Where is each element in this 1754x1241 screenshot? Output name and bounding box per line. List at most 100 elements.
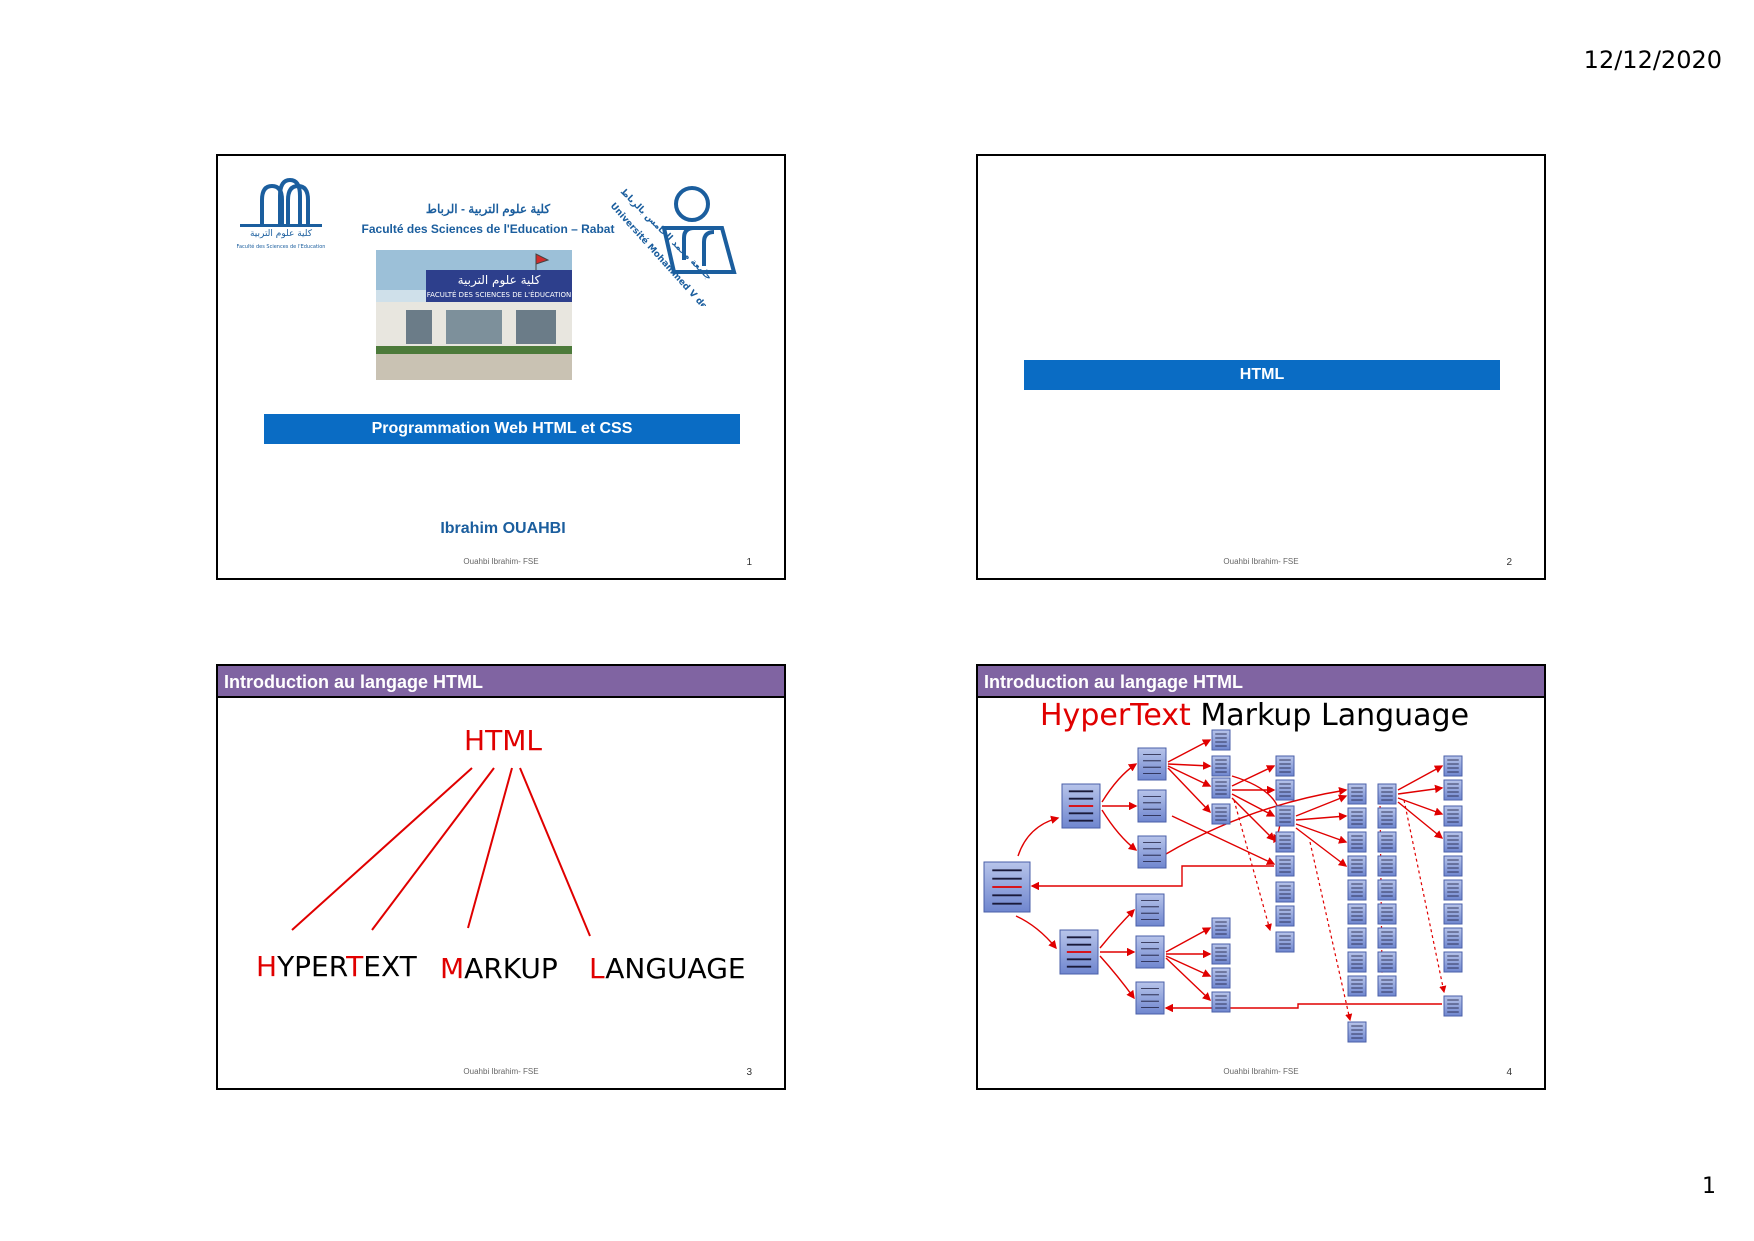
hyperlink-arrow: [1397, 784, 1444, 795]
slide-1[interactable]: كلية علوم التربية Faculté des Sciences d…: [216, 154, 786, 580]
slide-number: 2: [1506, 557, 1512, 568]
hyperlinked-document-icon: [1443, 755, 1463, 777]
hyperlink-arrow: [1295, 812, 1348, 821]
hyperlink-arrow: [1397, 801, 1444, 839]
slide-header: Introduction au langage HTML: [978, 666, 1544, 698]
university-logo: جامعة محمد الخامس بالرباط Université Moh…: [608, 186, 737, 306]
hyperlink-arrow: [1397, 797, 1444, 816]
hyperlinked-document-icon: [1135, 893, 1165, 927]
word-language: LANGUAGE: [589, 952, 746, 985]
hyperlinked-document-icon: [1347, 807, 1367, 829]
word-markup-rest: ARKUP: [464, 952, 558, 985]
hyperlink-arrow: [1403, 799, 1447, 994]
hyperlinked-document-icon: [1377, 951, 1397, 973]
hyperlink-arrow: [1397, 765, 1444, 791]
photo-sign-french: FACULTÉ DES SCIENCES DE L'ÉDUCATION: [427, 290, 571, 299]
hyperlinked-document-icon: [1347, 927, 1367, 949]
hyperlink-arrow: [1099, 955, 1135, 1000]
slide-footer: Ouahbi Ibrahim- FSE: [463, 1067, 539, 1076]
hyperlinked-document-icon: [1061, 783, 1101, 829]
hyperlinked-document-icon: [1211, 803, 1231, 825]
hyperlinked-document-icon: [1347, 879, 1367, 901]
slide-3[interactable]: Introduction au langage HTML HTML HYPERT…: [216, 664, 786, 1090]
hyperlink-arrow: [1164, 1003, 1442, 1013]
faculty-name: Faculté des Sciences de l'Education – Ra…: [361, 222, 615, 236]
slide-footer: Ouahbi Ibrahim- FSE: [1223, 557, 1299, 566]
hyperlink-arrow: [1231, 793, 1276, 817]
hyperlinked-document-icon: [1443, 951, 1463, 973]
hyperlinked-document-icon: [1347, 1021, 1367, 1043]
hyperlinked-document-icon: [1443, 879, 1463, 901]
hyperlinked-document-icon: [1211, 917, 1231, 939]
hyperlink-arrow: [1017, 815, 1060, 857]
hyperlink-arrow: [1101, 809, 1138, 851]
hyperlink-arrow: [1015, 915, 1057, 950]
hyperlink-arrow: [1165, 957, 1212, 1001]
hyperlink-arrow: [1309, 841, 1353, 1022]
hyperlinked-document-icon: [1443, 855, 1463, 877]
word-hypertext-part1: YPER: [277, 950, 347, 983]
hyperlinked-document-icon: [1135, 935, 1165, 969]
hyperlinked-document-icon: [1443, 831, 1463, 853]
slide-2[interactable]: HTML Ouahbi Ibrahim- FSE 2: [976, 154, 1546, 580]
hyperlink-arrow: [1295, 823, 1348, 844]
hyperlink-arrow: [1167, 761, 1212, 770]
hyperlink-arrow: [1165, 955, 1212, 977]
letter-m: M: [440, 952, 465, 985]
hyperlink-arrow: [1171, 815, 1276, 865]
hyperlinked-document-icon: [1211, 991, 1231, 1013]
photo-sign-arabic: كلية علوم التربية: [458, 273, 541, 288]
page-number: 1: [1702, 1174, 1716, 1199]
hyperlinked-document-icon: [1443, 779, 1463, 801]
section-title-banner: HTML: [1024, 360, 1500, 390]
slide-4[interactable]: Introduction au langage HTML HyperText M…: [976, 664, 1546, 1090]
hyperlink-arrow: [1233, 799, 1272, 932]
hyperlink-arrow: [1295, 794, 1348, 817]
hyperlinked-document-icon: [1443, 995, 1463, 1017]
hyperlinked-document-icon: [1443, 805, 1463, 827]
hyperlink-arrow: [1165, 786, 1348, 855]
hyperlinked-document-icon: [1377, 855, 1397, 877]
hyperlinked-document-icon: [1377, 975, 1397, 997]
hyperlinked-document-icon: [1137, 789, 1167, 823]
hyperlinked-document-icon: [1275, 831, 1295, 853]
word-language-rest: ANGUAGE: [605, 952, 746, 985]
hyperlinked-document-icon: [1377, 879, 1397, 901]
hyperlink-arrow: [1167, 767, 1211, 814]
slide-footer: Ouahbi Ibrahim- FSE: [463, 557, 539, 566]
hyperlinked-document-icon: [1443, 903, 1463, 925]
slide-header: Introduction au langage HTML: [218, 666, 784, 698]
hyperlinked-document-icon: [1137, 835, 1167, 869]
hyperlinked-document-icon: [983, 861, 1031, 913]
acronym-connector-lines: [291, 767, 591, 937]
hyperlinked-document-icon: [1275, 931, 1295, 953]
slide-footer: Ouahbi Ibrahim- FSE: [1223, 1067, 1299, 1076]
logo-caption: Faculté des Sciences de l'Education: [237, 243, 326, 250]
hyperlink-arrow: [1167, 739, 1212, 763]
hyperlinked-document-icon: [1275, 905, 1295, 927]
hyperlinked-document-icon: [1059, 929, 1099, 975]
hyperlink-arrow: [1101, 763, 1138, 803]
logo-arabic-text: كلية علوم التربية: [250, 229, 313, 239]
hyperlinked-document-icon: [1137, 747, 1167, 781]
hyperlinked-document-icon: [1211, 943, 1231, 965]
word-hypertext-part2: EXT: [363, 950, 417, 983]
slide-number: 3: [746, 1067, 752, 1078]
hyperlinked-document-icon: [1347, 975, 1367, 997]
hyperlink-arrow: [1030, 865, 1274, 891]
hyperlinked-document-icon: [1135, 981, 1165, 1015]
hyperlinked-document-icon: [1347, 783, 1367, 805]
hyperlink-arrow: [1295, 827, 1348, 867]
hyperlink-arrow: [1231, 797, 1275, 841]
hyperlink-arrow: [1165, 927, 1212, 953]
hypertext-link-diagram: [983, 729, 1463, 1043]
hyperlinked-document-icon: [1211, 967, 1231, 989]
letter-h: H: [256, 950, 278, 983]
title-hypertext: HyperText: [1040, 698, 1191, 733]
hyperlinked-document-icon: [1347, 831, 1367, 853]
slide-number: 1: [746, 557, 752, 568]
word-markup: MARKUP: [440, 952, 558, 985]
hyperlinked-document-icon: [1275, 755, 1295, 777]
hyperlinked-document-icon: [1275, 779, 1295, 801]
hypertext-title: HyperText Markup Language: [1040, 698, 1469, 733]
